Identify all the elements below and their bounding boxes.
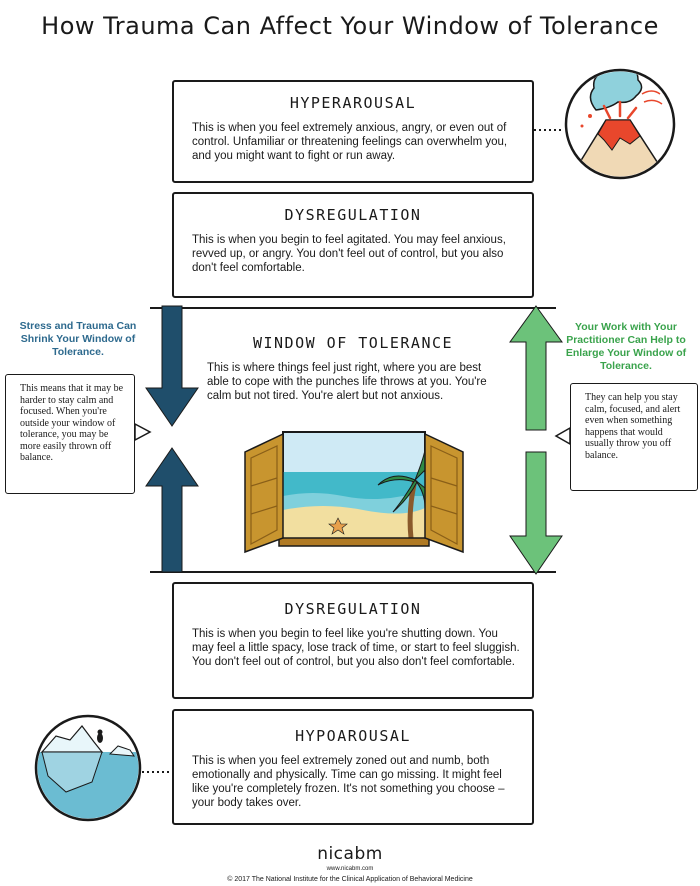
enlarge-heading: Your Work with Your Practitioner Can Hel…	[565, 321, 687, 372]
hypoarousal-heading: HYPOAROUSAL	[295, 727, 411, 745]
dysregulation-lower-heading: DYSREGULATION	[284, 600, 422, 618]
window-frame-top	[150, 307, 556, 309]
dysregulation-upper-box: DYSREGULATION This is when you begin to …	[172, 192, 534, 298]
hyperarousal-heading: HYPERAROUSAL	[289, 94, 417, 112]
window-frame-bottom	[150, 571, 556, 573]
shrink-heading: Stress and Trauma Can Shrink Your Window…	[19, 320, 137, 358]
volcano-icon	[534, 68, 676, 180]
footer-url: www.nicabm.com	[326, 866, 374, 872]
window-heading: WINDOW OF TOLERANCE	[252, 334, 454, 352]
shrink-note: This means that it may be harder to stay…	[5, 374, 135, 494]
hypoarousal-text: This is when you feel extremely zoned ou…	[192, 755, 505, 809]
page-title: How Trauma Can Affect Your Window of Tol…	[41, 12, 659, 40]
arrow-down-icon	[145, 305, 199, 427]
hypoarousal-box: HYPOAROUSAL This is when you feel extrem…	[172, 709, 534, 825]
footer-brand: nicabm	[317, 844, 383, 864]
window-text: This is where things feel just right, wh…	[207, 362, 487, 402]
enlarge-note: They can help you stay calm, focused, an…	[570, 383, 698, 491]
iceberg-icon	[34, 714, 176, 822]
dysregulation-lower-box: DYSREGULATION This is when you begin to …	[172, 582, 534, 699]
arrow-up-icon	[145, 447, 199, 573]
window-of-tolerance-box: WINDOW OF TOLERANCE This is where things…	[150, 308, 556, 573]
dysregulation-lower-text: This is when you begin to feel like you'…	[192, 628, 520, 668]
arrow-up-icon	[509, 305, 563, 431]
beach-window-icon	[244, 431, 464, 554]
arrow-down-icon	[509, 451, 563, 575]
hyperarousal-box: HYPERAROUSAL This is when you feel extre…	[172, 80, 534, 183]
dysregulation-upper-text: This is when you begin to feel agitated.…	[192, 234, 506, 274]
hyperarousal-text: This is when you feel extremely anxious,…	[192, 122, 508, 162]
footer-copyright: © 2017 The National Institute for the Cl…	[227, 876, 473, 883]
dysregulation-upper-heading: DYSREGULATION	[284, 206, 422, 224]
